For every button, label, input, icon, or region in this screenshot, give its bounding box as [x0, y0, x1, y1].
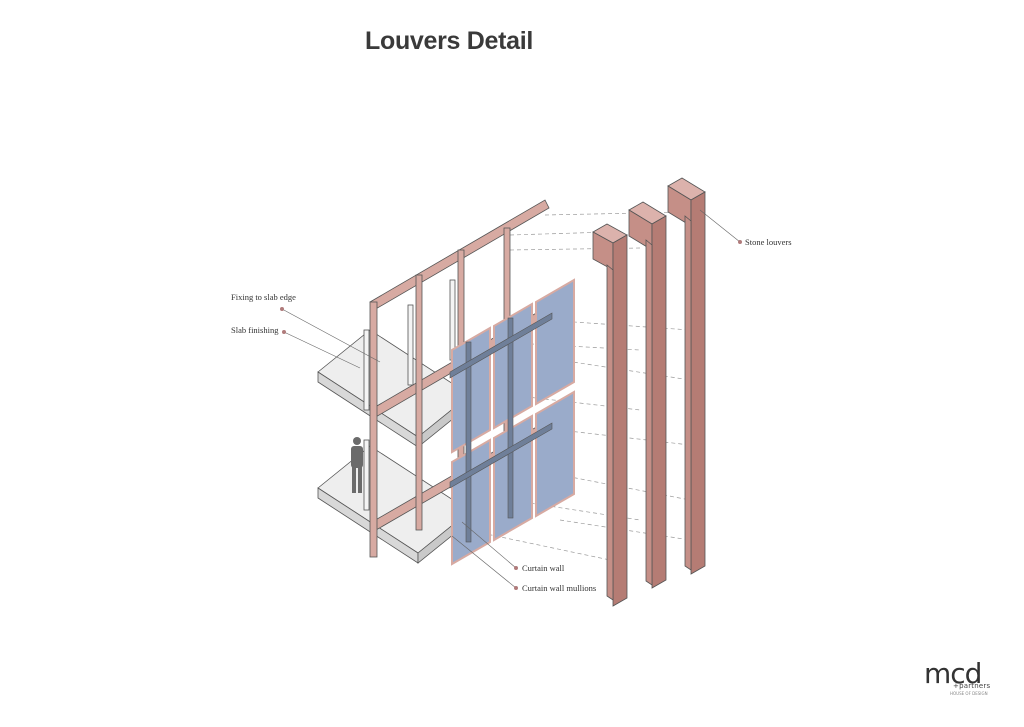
stone-louver-3 — [667, 177, 706, 575]
stone-louvers — [592, 177, 706, 607]
logo-sub: +partners — [953, 682, 991, 690]
logo-mark: mcd — [924, 657, 981, 690]
page-title: Louvers Detail — [365, 27, 534, 55]
curtain-wall-mullions — [449, 312, 553, 543]
mcd-logo: mcd — [924, 657, 982, 690]
callout-dots — [280, 240, 742, 590]
callout-stone-label: Stone louvers — [745, 237, 792, 247]
callout-mullions-label: Curtain wall mullions — [522, 583, 596, 593]
logo-tagline: HOUSE OF DESIGN — [950, 691, 988, 696]
stone-louver-2 — [628, 201, 667, 589]
callout-curtain-wall-label: Curtain wall — [522, 563, 565, 573]
callout-leaders — [281, 209, 741, 589]
human-figure — [351, 437, 363, 493]
stone-louver-1 — [592, 223, 628, 607]
callout-fixing-label: Fixing to slab edge — [231, 292, 296, 302]
callout-slab-label: Slab finishing — [231, 325, 279, 335]
